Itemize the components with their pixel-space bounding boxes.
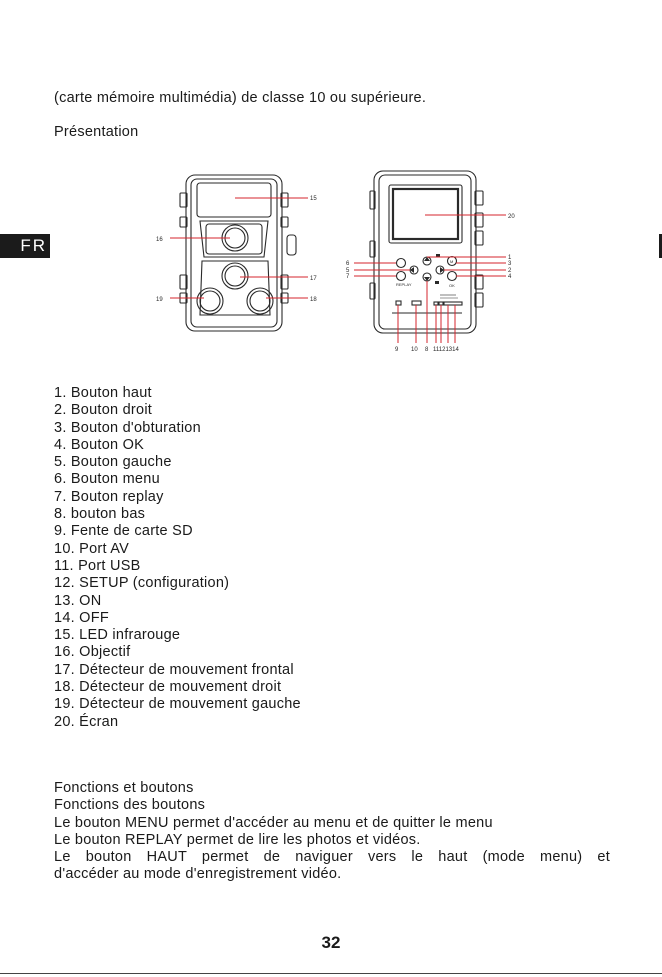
replay-label: REPLAY bbox=[396, 282, 412, 287]
camera-glyph bbox=[436, 254, 440, 257]
section-heading: Présentation bbox=[54, 124, 139, 140]
callout-2: 2 bbox=[508, 268, 512, 274]
list-item: 16. Objectif bbox=[54, 644, 131, 661]
down-arrow-icon bbox=[424, 277, 430, 281]
callout-9: 9 bbox=[395, 347, 399, 353]
menu-label: M bbox=[450, 259, 453, 264]
menu-button-text: Le bouton MENU permet d'accéder au menu … bbox=[54, 814, 493, 831]
list-item: 12. SETUP (configuration) bbox=[54, 575, 230, 592]
right-arrow-icon bbox=[440, 267, 444, 273]
list-item: 2. Bouton droit bbox=[54, 402, 153, 419]
menu-button-icon bbox=[395, 257, 407, 269]
list-item: 10. Port AV bbox=[54, 540, 130, 557]
list-item: 3. Bouton d'obturation bbox=[54, 419, 201, 436]
intro-line: (carte mémoire multimédia) de classe 10 … bbox=[54, 90, 427, 106]
ok-label: OK bbox=[449, 283, 455, 288]
callout-6: 6 bbox=[346, 261, 350, 267]
callout-11-14: 11121314 bbox=[433, 347, 459, 353]
callout-15: 15 bbox=[310, 196, 317, 202]
list-item: 14. OFF bbox=[54, 609, 109, 626]
up-button-text-2: d'accéder au mode d'enregistrement vidéo… bbox=[54, 866, 342, 883]
list-item: 1. Bouton haut bbox=[54, 385, 152, 401]
front-sensor-icon bbox=[221, 262, 249, 290]
functions-section: Fonctions et boutons Fonctions des bouto… bbox=[54, 780, 610, 884]
infrared-led-panel bbox=[196, 182, 272, 218]
list-item: 15. LED infrarouge bbox=[54, 627, 181, 644]
callout-20: 20 bbox=[508, 214, 515, 220]
right-sensor-icon bbox=[246, 287, 274, 315]
ok-button-icon bbox=[446, 270, 458, 282]
replay-button-icon bbox=[395, 270, 407, 282]
up-arrow-icon bbox=[424, 257, 430, 261]
callout-5: 5 bbox=[346, 268, 350, 274]
callout-4: 4 bbox=[508, 274, 512, 280]
callout-3: 3 bbox=[508, 261, 512, 267]
edge-marker bbox=[659, 234, 662, 258]
language-tab: FR bbox=[0, 234, 50, 258]
list-item: 8. bouton bas bbox=[54, 506, 146, 523]
screen-frame bbox=[388, 184, 463, 244]
list-item: 13. ON bbox=[54, 592, 102, 609]
callout-1: 1 bbox=[508, 255, 512, 261]
parts-list: 1. Bouton haut 2. Bouton droit 3. Bouton… bbox=[54, 385, 301, 731]
callout-18: 18 bbox=[310, 297, 317, 303]
list-item: 5. Bouton gauche bbox=[54, 454, 172, 471]
screen-display bbox=[391, 187, 460, 241]
callout-17: 17 bbox=[310, 276, 317, 282]
list-item: 17. Détecteur de mouvement frontal bbox=[54, 661, 294, 678]
video-glyph bbox=[435, 281, 439, 284]
list-item: 19. Détecteur de mouvement gauche bbox=[54, 696, 301, 713]
callout-10: 10 bbox=[411, 347, 418, 353]
list-item: 7. Bouton replay bbox=[54, 488, 164, 505]
callout-7: 7 bbox=[346, 274, 350, 280]
page-number: 32 bbox=[321, 933, 341, 952]
replay-button-text: Le bouton REPLAY permet de lire les phot… bbox=[54, 831, 421, 848]
functions-subtitle: Fonctions des boutons bbox=[54, 797, 206, 814]
left-arrow-icon bbox=[410, 267, 414, 273]
left-sensor-icon bbox=[196, 287, 224, 315]
footer-rule bbox=[0, 973, 662, 974]
list-item: 18. Détecteur de mouvement droit bbox=[54, 679, 282, 696]
list-item: 4. Bouton OK bbox=[54, 436, 145, 453]
camera-diagram: REPLAY OK M 15 16 17 18 bbox=[156, 170, 515, 353]
callout-8: 8 bbox=[425, 347, 429, 353]
sd-slot-icon bbox=[395, 300, 402, 306]
list-item: 6. Bouton menu bbox=[54, 471, 160, 488]
callout-16: 16 bbox=[156, 237, 163, 243]
list-item: 9. Fente de carte SD bbox=[54, 523, 193, 540]
callout-19: 19 bbox=[156, 297, 163, 303]
list-item: 11. Port USB bbox=[54, 557, 141, 574]
up-button-text-1: Le bouton HAUT permet de naviguer vers l… bbox=[54, 849, 610, 866]
list-item: 20. Écran bbox=[54, 713, 119, 730]
functions-title: Fonctions et boutons bbox=[54, 780, 194, 796]
camera-back-view bbox=[369, 170, 484, 334]
